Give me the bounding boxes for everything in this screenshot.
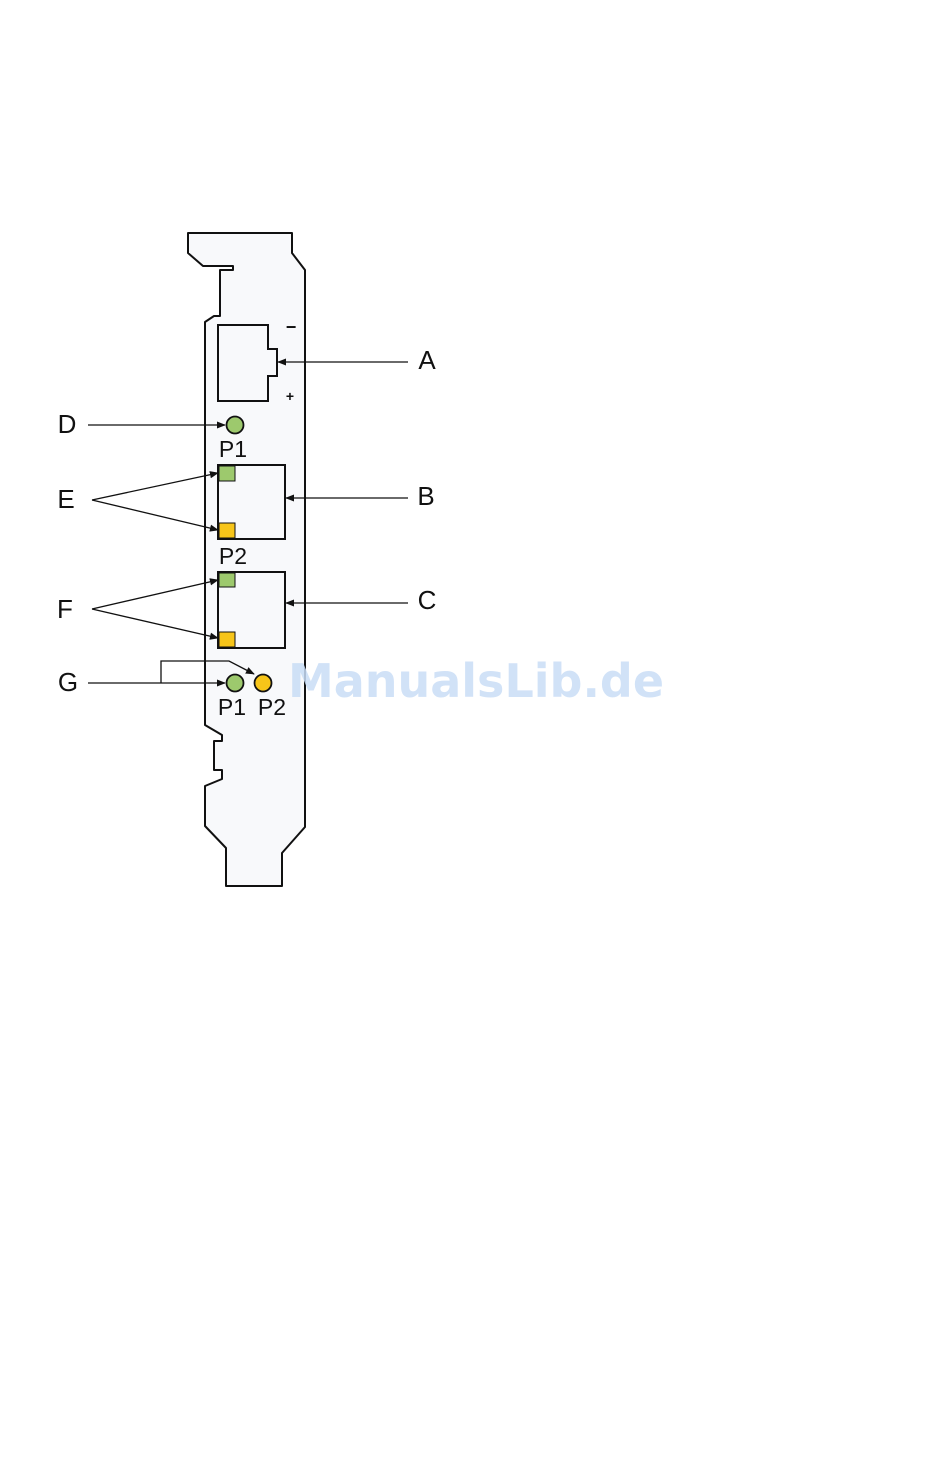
callout-d: D [58,409,77,439]
plus-sign: + [286,388,294,404]
watermark: ManualsLib.de [288,654,664,708]
bottom-led-green [227,675,244,692]
leader-e-bottom [92,500,218,530]
callout-f: F [57,594,73,624]
port-b-green-led [219,466,235,481]
ethernet-port-b [218,465,285,539]
port-b-label: P2 [219,543,247,569]
callout-g: G [58,667,78,697]
power-connector-body [218,325,277,401]
callout-c: C [418,585,437,615]
port-c-amber-led [219,632,235,647]
callout-b: B [417,481,434,511]
bottom-led-right-label: P2 [258,694,286,720]
port-b-amber-led [219,523,235,538]
port-c-green-led [219,573,235,587]
link-led-top [227,417,244,434]
callout-a: A [418,345,436,375]
leader-f-top [92,580,218,609]
leader-e-top [92,473,218,500]
ethernet-port-c [218,572,285,648]
bottom-led-left-label: P1 [218,694,246,720]
callout-e: E [57,484,74,514]
led-top-label: P1 [219,436,247,462]
leader-f-bottom [92,609,218,638]
bottom-led-amber [255,675,272,692]
minus-sign: − [286,317,297,337]
